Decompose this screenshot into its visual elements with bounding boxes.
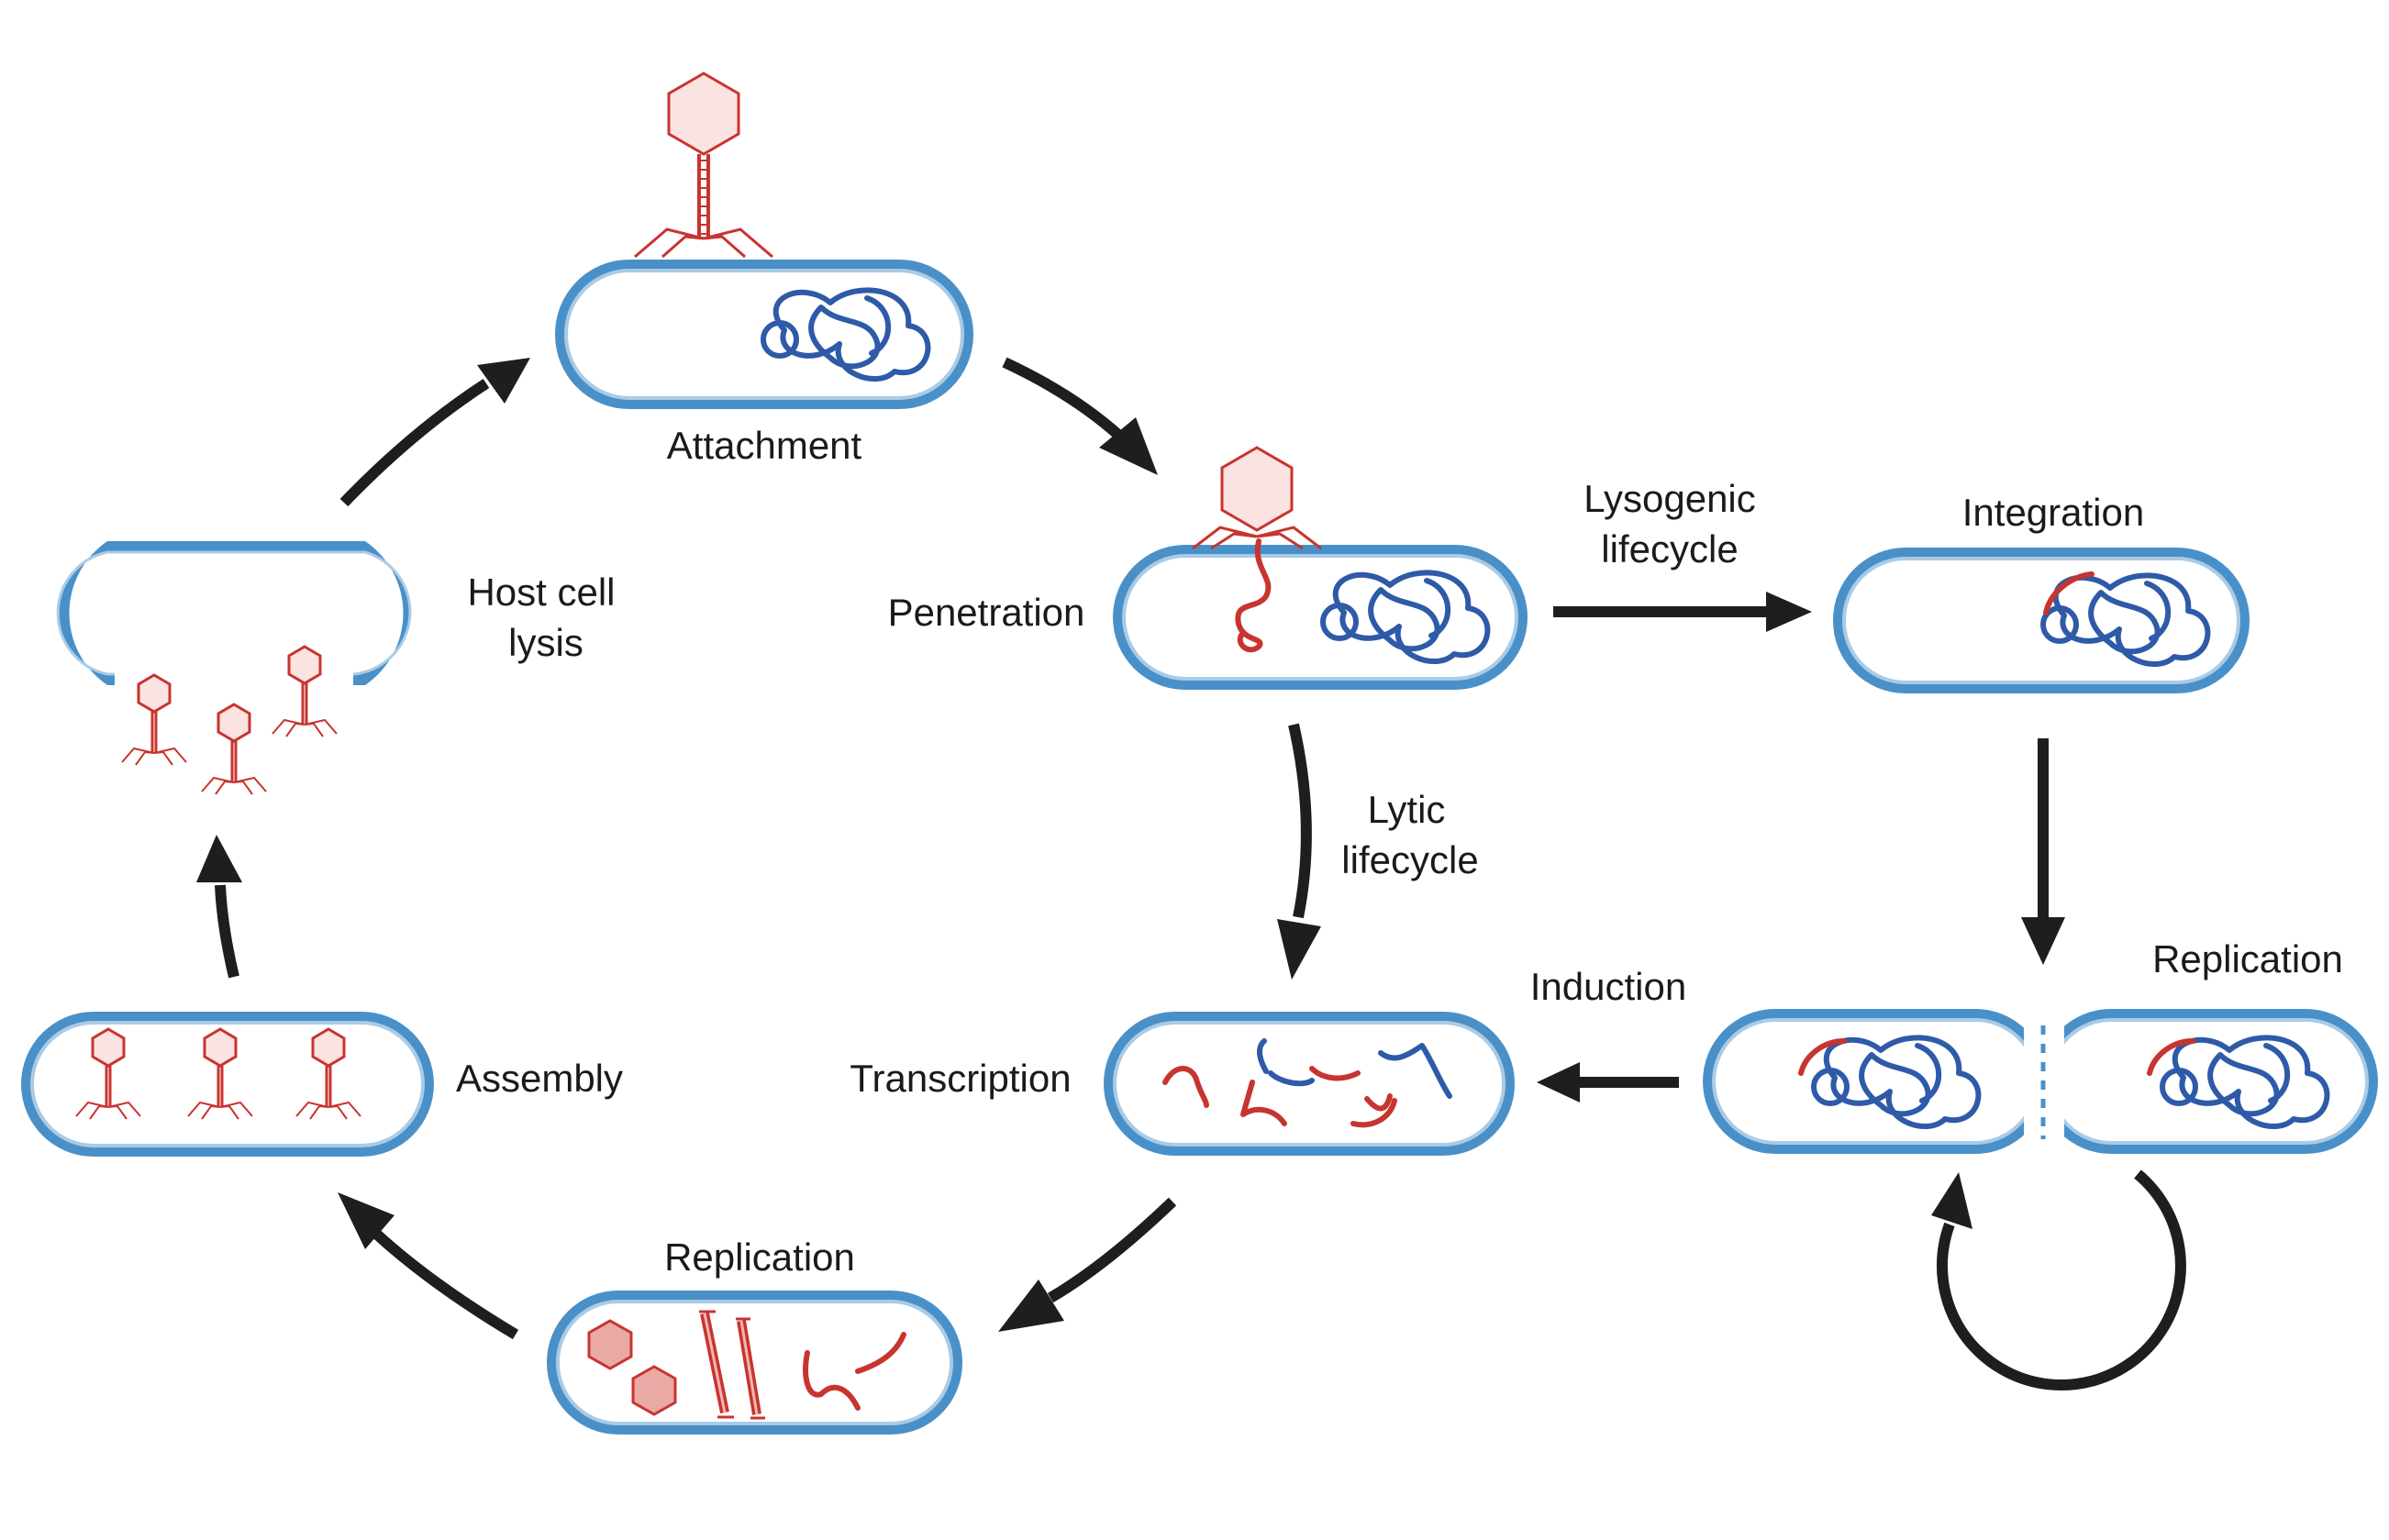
penetrating-phage [1192, 446, 1322, 550]
penetration-cell [1113, 538, 1528, 690]
label-assembly: Assembly [456, 1057, 623, 1100]
arrow-lysogenic [1553, 592, 1812, 632]
lytic-replication-cell [547, 1291, 962, 1435]
arrow-attachment-to-penetration [1002, 357, 1158, 475]
attachment-cell [555, 260, 973, 409]
label-transcription: Transcription [850, 1057, 1071, 1100]
label-lytic-1: Lytic [1368, 788, 1446, 831]
arrow-lysis-to-attachment [339, 358, 530, 507]
arrow-replication-to-assembly [338, 1192, 519, 1340]
assembly-cell [21, 1012, 434, 1157]
arrow-replication-loop [1931, 1169, 2186, 1390]
label-attachment: Attachment [667, 424, 862, 467]
arrow-assembly-to-lysis [196, 835, 242, 979]
label-integration: Integration [1962, 491, 2144, 534]
label-replication-lysogenic: Replication [2152, 937, 2343, 981]
tail-segment [699, 1310, 765, 1420]
label-host-lysis-1: Host cell [467, 571, 615, 614]
lysed-cell [56, 541, 412, 796]
arrow-transcription-to-replication [998, 1197, 1177, 1332]
arrow-integration-to-replication [2021, 738, 2065, 965]
label-penetration: Penetration [888, 591, 1085, 634]
label-replication-lytic: Replication [664, 1235, 855, 1279]
arrow-lytic [1277, 723, 1321, 980]
label-lysogenic-2: lifecycle [1601, 527, 1738, 571]
dividing-cell [1703, 1009, 2378, 1154]
arrow-induction [1537, 1062, 1679, 1102]
attaching-phage [633, 72, 774, 259]
label-lysogenic-1: Lysogenic [1583, 477, 1756, 520]
label-host-lysis-2: lysis [508, 621, 583, 664]
label-induction: Induction [1530, 965, 1686, 1008]
label-lytic-2: lifecycle [1341, 838, 1478, 881]
integration-cell [1833, 548, 2250, 693]
transcription-cell [1104, 1012, 1515, 1156]
